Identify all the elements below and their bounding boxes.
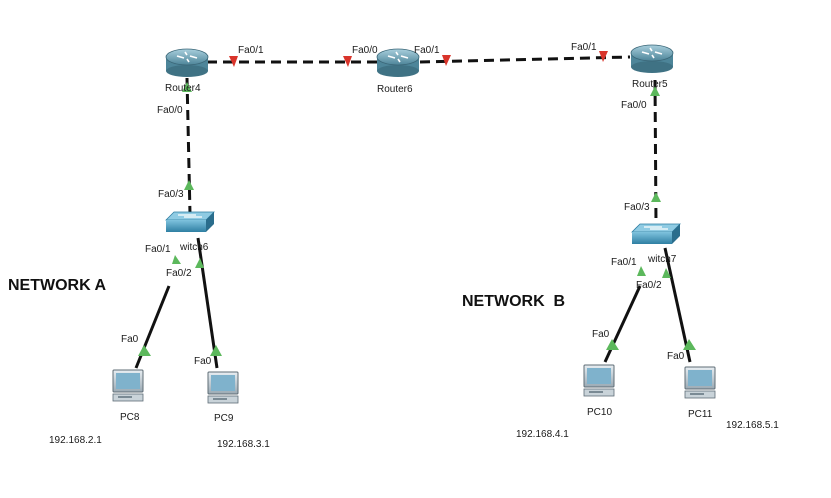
port-up-marker xyxy=(138,345,151,356)
port-label: Fa0/2 xyxy=(636,280,662,291)
port-down-marker xyxy=(599,51,608,62)
router4-label: Router4 xyxy=(165,83,201,94)
pc11-label: PC11 xyxy=(688,409,713,420)
network-a-label: NETWORK A xyxy=(8,277,107,294)
port-up-marker xyxy=(683,339,696,350)
switch6-label: witch6 xyxy=(179,242,209,253)
router5-label: Router5 xyxy=(632,79,668,90)
port-up-marker xyxy=(172,255,181,264)
port-label: Fa0/2 xyxy=(166,268,192,279)
port-down-marker xyxy=(229,56,238,67)
router6-label: Router6 xyxy=(377,84,413,95)
link-router4-switch6 xyxy=(185,77,192,215)
pc8-icon[interactable] xyxy=(112,369,144,402)
port-down-marker xyxy=(442,55,451,66)
router5-icon[interactable] xyxy=(630,44,674,73)
port-label: Fa0 xyxy=(667,351,685,362)
port-up-marker xyxy=(606,339,619,350)
ip-address-pc9: 192.168.3.1 xyxy=(217,439,270,450)
port-up-marker xyxy=(184,180,194,190)
port-up-marker xyxy=(195,258,204,268)
port-label: Fa0/1 xyxy=(611,257,637,268)
port-down-marker xyxy=(343,56,352,67)
port-up-marker xyxy=(650,86,660,96)
network-b-label: NETWORK B xyxy=(462,293,565,310)
pc8-label: PC8 xyxy=(120,412,140,423)
switch6-icon[interactable] xyxy=(165,211,215,232)
pc9-icon[interactable] xyxy=(207,371,239,404)
ip-address-pc10: 192.168.4.1 xyxy=(516,429,569,440)
port-label: Fa0/0 xyxy=(157,105,183,116)
switch7-icon[interactable] xyxy=(631,223,681,244)
port-label: Fa0/0 xyxy=(352,45,378,56)
pc9-label: PC9 xyxy=(214,413,234,424)
link-switch7-pc11 xyxy=(663,247,692,363)
port-up-marker xyxy=(662,268,671,278)
pc11-icon[interactable] xyxy=(684,366,716,399)
port-label: Fa0/1 xyxy=(145,244,171,255)
port-up-marker xyxy=(182,82,192,92)
port-label: Fa0/1 xyxy=(571,42,597,53)
port-up-marker xyxy=(637,266,646,276)
port-up-marker xyxy=(651,192,661,202)
pc10-icon[interactable] xyxy=(583,364,615,397)
link-switch6-pc9 xyxy=(196,237,219,369)
port-label: Fa0/1 xyxy=(238,45,264,56)
link-switch7-pc10 xyxy=(603,285,642,363)
port-up-marker xyxy=(210,345,222,356)
link-router6-router5 xyxy=(419,55,631,64)
port-label: Fa0/3 xyxy=(158,189,184,200)
router6-icon[interactable] xyxy=(376,48,420,77)
pc10-label: PC10 xyxy=(587,407,612,418)
port-label: Fa0/0 xyxy=(621,100,647,111)
link-router5-switch7 xyxy=(653,79,658,225)
ip-address-pc11: 192.168.5.1 xyxy=(726,420,779,431)
port-label: Fa0 xyxy=(121,334,139,345)
switch7-label: witch7 xyxy=(647,254,677,265)
router4-icon[interactable] xyxy=(165,48,209,77)
port-label: Fa0 xyxy=(194,356,212,367)
port-label: Fa0/3 xyxy=(624,202,650,213)
port-label: Fa0/1 xyxy=(414,45,440,56)
port-label: Fa0 xyxy=(592,329,610,340)
ip-address-pc8: 192.168.2.1 xyxy=(49,435,102,446)
